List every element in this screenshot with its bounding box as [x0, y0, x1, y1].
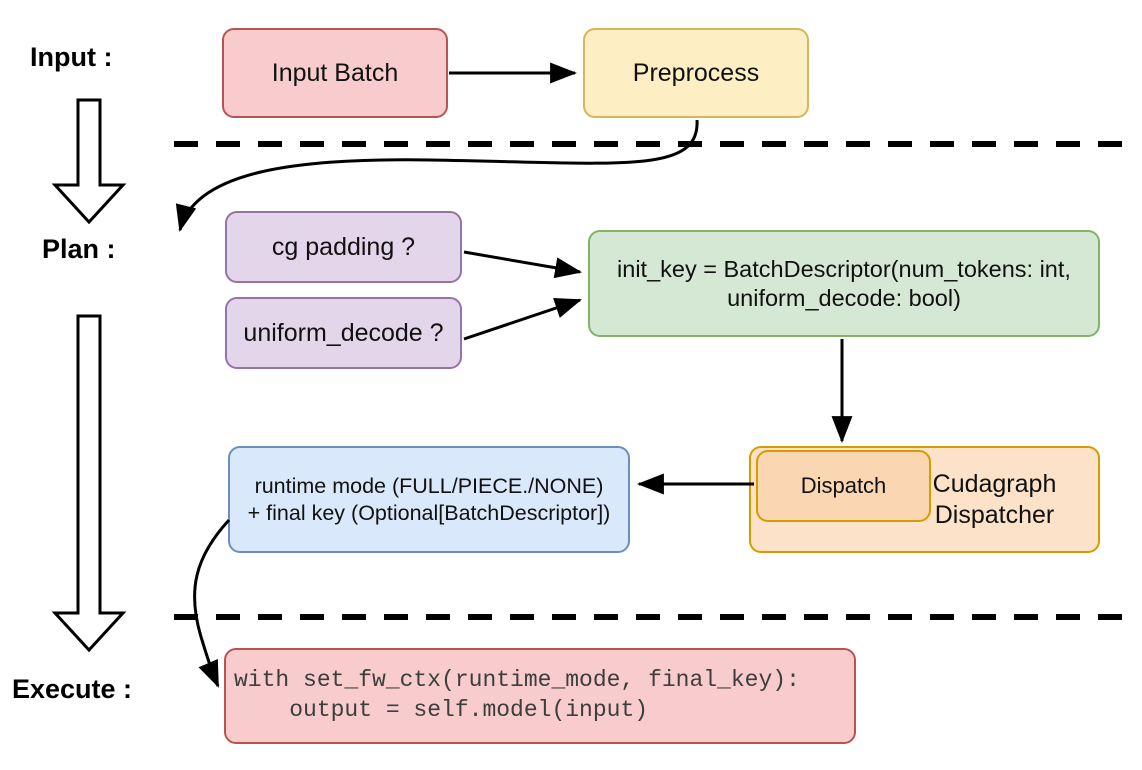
node-preprocess-label: Preprocess [632, 58, 760, 87]
node-cg-padding-label: cg padding ? [271, 232, 416, 261]
node-dispatch-label: Dispatch [800, 472, 887, 498]
node-init-key[interactable]: init_key = BatchDescriptor(num_tokens: i… [588, 230, 1100, 337]
node-cg-padding[interactable]: cg padding ? [225, 211, 462, 283]
stage-label-input: Input : [30, 42, 113, 72]
stage-label-plan: Plan : [42, 234, 116, 264]
block-arrow-plan-to-execute [51, 314, 127, 653]
node-input-batch-label: Input Batch [271, 58, 399, 87]
node-preprocess[interactable]: Preprocess [583, 28, 809, 118]
arrow-uniform-decode-to-init-key [463, 297, 582, 341]
node-runtime-mode[interactable]: runtime mode (FULL/PIECE./NONE) + final … [228, 446, 630, 553]
execute-code-line1: with set_fw_ctx(runtime_mode, final_key)… [234, 667, 800, 694]
node-uniform-decode-label: uniform_decode ? [243, 318, 444, 347]
node-runtime-mode-line1: runtime mode (FULL/PIECE./NONE) [254, 474, 604, 499]
execute-code-line2: output = self.model(input) [234, 697, 649, 723]
block-arrow-input-to-plan [51, 98, 127, 225]
stage-label-execute: Execute : [12, 674, 133, 704]
node-dispatch[interactable]: Dispatch [756, 450, 931, 522]
node-input-batch[interactable]: Input Batch [222, 28, 448, 118]
node-init-key-line2: uniform_decode: bool) [727, 284, 961, 311]
node-runtime-mode-line2: + final key (Optional[BatchDescriptor]) [247, 500, 611, 525]
node-execute-code[interactable]: with set_fw_ctx(runtime_mode, final_key)… [224, 648, 856, 744]
node-cudagraph-dispatcher-line2: Dispatcher [934, 500, 1055, 529]
node-init-key-line1: init_key = BatchDescriptor(num_tokens: i… [617, 255, 1071, 282]
arrow-cg-padding-to-init-key [463, 250, 583, 279]
node-cudagraph-dispatcher-line1: Cudagraph [932, 470, 1057, 498]
node-uniform-decode[interactable]: uniform_decode ? [225, 297, 462, 369]
